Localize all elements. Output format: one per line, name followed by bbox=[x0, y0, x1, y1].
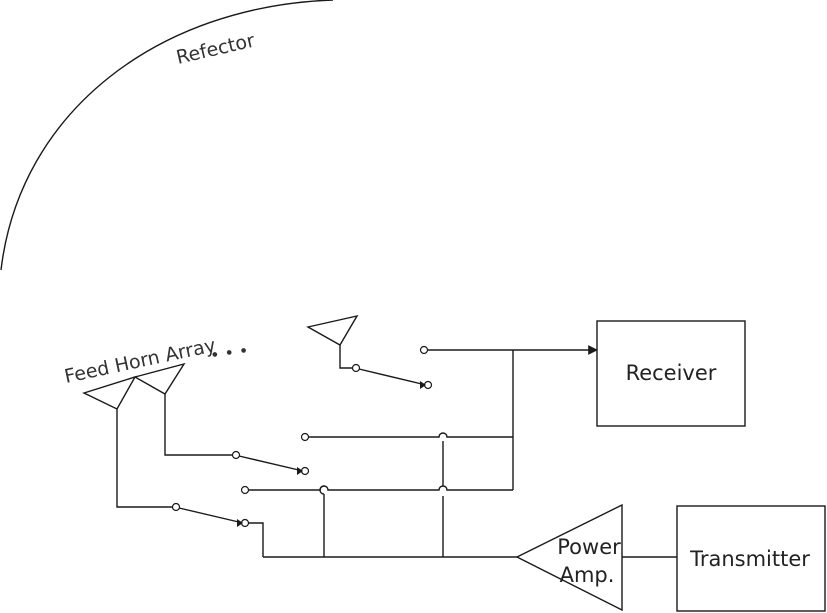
power-amp-label-line1: Power bbox=[557, 535, 621, 559]
switch-1-pole bbox=[351, 363, 361, 373]
switch-3-tx-return bbox=[248, 522, 264, 557]
rx-line-switch-2 bbox=[309, 432, 513, 438]
array-ellipsis: • • • bbox=[209, 341, 250, 365]
rx-line-switch-3 bbox=[249, 485, 513, 491]
receiver-block bbox=[596, 320, 746, 427]
transmitter-label: Transmitter bbox=[689, 547, 810, 571]
receiver-label: Receiver bbox=[626, 361, 717, 385]
reflector-arc bbox=[0, 0, 334, 271]
switch-2-pole bbox=[231, 450, 241, 460]
switch-3-blade bbox=[178, 507, 244, 524]
feed-horn-1 bbox=[82, 375, 137, 410]
switch-2-contact-rx bbox=[300, 432, 310, 442]
horn-3-feed-line bbox=[339, 345, 356, 369]
reflector-label: Refector bbox=[174, 29, 257, 68]
switch-1-blade bbox=[358, 368, 427, 386]
feed-horn-2 bbox=[133, 362, 186, 395]
horn-2-feed-line bbox=[164, 394, 236, 456]
switch-3-pole bbox=[171, 502, 181, 512]
transmitter-block bbox=[676, 505, 826, 612]
switch-1-arrowhead bbox=[420, 381, 426, 389]
switch-3-contact-rx bbox=[240, 485, 250, 495]
switch-1-contact-rx bbox=[419, 345, 429, 355]
power-amp-label-line2: Amp. bbox=[560, 563, 615, 587]
switch-3-arrowhead bbox=[237, 519, 243, 527]
horn-1-feed-line bbox=[116, 409, 176, 508]
switch-2-arrowhead bbox=[297, 467, 303, 475]
switch-2-blade bbox=[238, 455, 304, 472]
feed-horn-3 bbox=[306, 314, 359, 346]
